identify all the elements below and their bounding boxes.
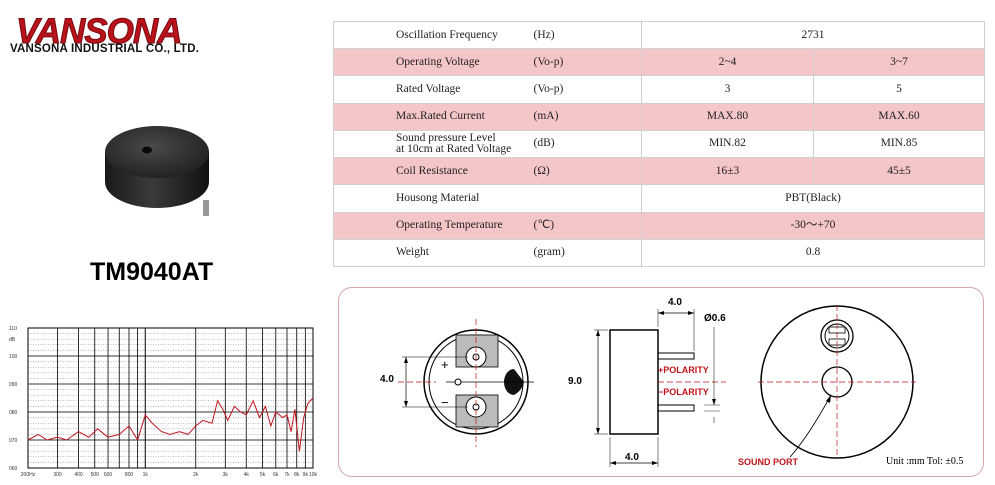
- spec-row: Weight (gram) 0.8: [333, 238, 985, 268]
- dim-front-width: 4.0: [380, 374, 394, 385]
- y-tick-label: 060: [9, 466, 18, 472]
- spec-unit: (mA): [533, 102, 642, 131]
- x-tick-label: 8k: [294, 472, 300, 478]
- spec-value: 16±3: [641, 157, 814, 186]
- x-tick-label: 200Hz: [21, 472, 36, 478]
- drawing-border: [338, 287, 984, 477]
- spec-value: PBT(Black): [641, 184, 985, 213]
- x-tick-label: 10k: [309, 472, 318, 478]
- pin: [203, 200, 209, 216]
- chart-grid: [27, 327, 314, 469]
- spec-value: MIN.85: [813, 129, 985, 159]
- spec-unit: (Vo-p): [533, 75, 642, 104]
- spec-unit: [533, 184, 642, 213]
- spec-value: 2731: [641, 20, 985, 50]
- spec-row: Operating Voltage (Vo-p) 2~4 3~7: [333, 48, 985, 77]
- spec-label: Max.Rated Current: [333, 102, 534, 131]
- spec-value: 5: [813, 75, 985, 104]
- spec-label: Housong Material: [333, 184, 534, 213]
- x-tick-label: 4k: [244, 472, 250, 478]
- x-tick-label: 2k: [193, 472, 199, 478]
- dim-pin: Ø0.6: [704, 313, 726, 324]
- spec-table: Oscillation Frequency (Hz) 2731 Operatin…: [333, 20, 985, 268]
- y-tick-label: 100: [9, 354, 18, 360]
- spec-value: 3: [641, 75, 814, 104]
- spec-row: Housong Material PBT(Black): [333, 184, 985, 213]
- y-tick-label: 090: [9, 382, 18, 388]
- plus-sign: +: [441, 357, 449, 372]
- spec-value: MIN.82: [641, 129, 814, 159]
- spec-unit: (gram): [533, 238, 642, 268]
- spec-label: Operating Temperature: [333, 211, 534, 240]
- sound-port-label: SOUND PORT: [738, 457, 799, 467]
- dim-side-height: 9.0: [568, 376, 582, 387]
- minus-sign: −: [441, 395, 449, 410]
- series-line: [27, 397, 314, 452]
- spec-unit: (dB): [533, 129, 642, 159]
- spec-value: MAX.60: [813, 102, 985, 131]
- drawing-svg: [398, 305, 916, 467]
- spec-unit: (℃): [533, 211, 642, 240]
- spec-value: 2~4: [641, 48, 814, 77]
- sound-port: [142, 146, 152, 154]
- x-tick-label: 3k: [223, 472, 229, 478]
- company-name: VANSONA INDUSTRIAL CO., LTD.: [10, 43, 200, 55]
- spec-row: Operating Temperature (℃) -30～+70: [333, 211, 985, 240]
- x-tick-label: 6k: [273, 472, 279, 478]
- spec-label: Operating Voltage: [333, 48, 534, 77]
- model-name: TM9040AT: [90, 258, 214, 286]
- x-tick-label: 9k: [303, 472, 309, 478]
- y-tick-label: 070: [9, 438, 18, 444]
- spec-row: Oscillation Frequency (Hz) 2731: [333, 20, 985, 50]
- negative-polarity-label: −POLARITY: [658, 387, 709, 397]
- spec-label-line2: at 10cm at Rated Voltage: [396, 142, 512, 155]
- spec-value: 45±5: [813, 157, 985, 186]
- spec-value: MAX.80: [641, 102, 814, 131]
- spec-unit: (Ω): [533, 157, 642, 186]
- product-photo: [105, 126, 209, 216]
- spec-row: Rated Voltage (Vo-p) 3 5: [333, 75, 985, 104]
- chart-frame: [27, 327, 314, 469]
- spec-label: Weight: [333, 238, 534, 268]
- spec-unit: (Vo-p): [533, 48, 642, 77]
- spec-value: 3~7: [813, 48, 985, 77]
- x-tick-label: 300: [53, 472, 62, 478]
- positive-polarity-label: +POLARITY: [658, 365, 709, 375]
- spec-label: Coil Resistance: [333, 157, 534, 186]
- x-tick-label: 400: [74, 472, 83, 478]
- top-view: [758, 305, 916, 459]
- x-tick-label: 5k: [260, 472, 266, 478]
- x-tick-label: 1k: [143, 472, 149, 478]
- spec-row: Max.Rated Current (mA) MAX.80 MAX.60: [333, 102, 985, 131]
- dimension-drawing: 4.0 + − 9.0 4.0 4.0 Ø0.6 +POLARITY −POLA…: [338, 287, 984, 479]
- spec-label: Rated Voltage: [333, 75, 534, 104]
- x-tick-label: 7k: [284, 472, 290, 478]
- spec-value: 0.8: [641, 238, 985, 268]
- spec-value: -30～+70: [641, 211, 985, 240]
- logo-text: VANSONA: [15, 12, 182, 52]
- x-tick-label: 600: [104, 472, 113, 478]
- frequency-response-chart: 110 100 090 080 070 060 200Hz 300 400 500 600 800 1…: [9, 326, 318, 478]
- y-tick-label: 080: [9, 410, 18, 416]
- dim-side-top: 4.0: [668, 297, 682, 308]
- dim-side-bottom: 4.0: [625, 452, 639, 463]
- chart-y-ticks: 110 100 090 080 070 060: [9, 326, 18, 472]
- unit-tolerance-note: Unit :mm Tol: ±0.5: [886, 456, 964, 467]
- spec-label: Oscillation Frequency: [333, 20, 534, 50]
- spec-row: Coil Resistance (Ω) 16±3 45±5: [333, 157, 985, 186]
- spec-unit: (Hz): [533, 20, 642, 50]
- y-tick-label: 110: [9, 326, 17, 332]
- buzzer-top: [105, 126, 209, 178]
- y-unit-label: dB: [9, 337, 16, 343]
- x-tick-label: 800: [125, 472, 134, 478]
- side-view: [594, 309, 726, 467]
- front-view: [398, 319, 534, 447]
- spec-label-line1: Sound pressure Level: [396, 131, 496, 144]
- brand-logo: VANSONA: [8, 8, 198, 60]
- x-tick-label: 500: [91, 472, 100, 478]
